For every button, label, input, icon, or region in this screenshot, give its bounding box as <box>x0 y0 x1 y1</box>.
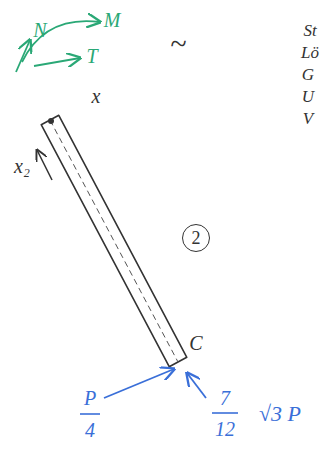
force-arrow <box>34 58 80 66</box>
load-value: √3 P <box>259 403 301 425</box>
bar-centerline <box>50 120 178 362</box>
axis-name: x₂ <box>14 156 30 176</box>
note-text: St <box>303 22 316 39</box>
load-value: 7 <box>220 388 230 408</box>
force-name: T <box>86 46 97 66</box>
load-arrow <box>187 373 206 398</box>
moment-name: M <box>104 10 121 30</box>
axis-name: x <box>92 86 101 106</box>
fraction-bar <box>80 413 100 415</box>
note-text: V <box>303 110 313 127</box>
part-number: 2 <box>192 229 201 247</box>
bar-body <box>41 115 187 366</box>
point-name: C <box>189 333 202 353</box>
axis-arrow <box>37 150 52 180</box>
load-arrow <box>104 369 174 398</box>
load-value: 4 <box>85 420 95 440</box>
note-text: U <box>302 88 314 105</box>
part-number-circle: 2 <box>182 224 210 252</box>
force-arrow <box>16 40 30 72</box>
fraction-bar <box>212 412 238 414</box>
load-value: 12 <box>215 419 235 439</box>
load-value: P <box>84 388 96 408</box>
force-name: N <box>33 20 46 40</box>
note-text: Lö <box>301 44 319 61</box>
tilde-mark: ~ <box>170 29 186 59</box>
note-text: G <box>302 66 314 83</box>
pin-point <box>48 118 54 124</box>
